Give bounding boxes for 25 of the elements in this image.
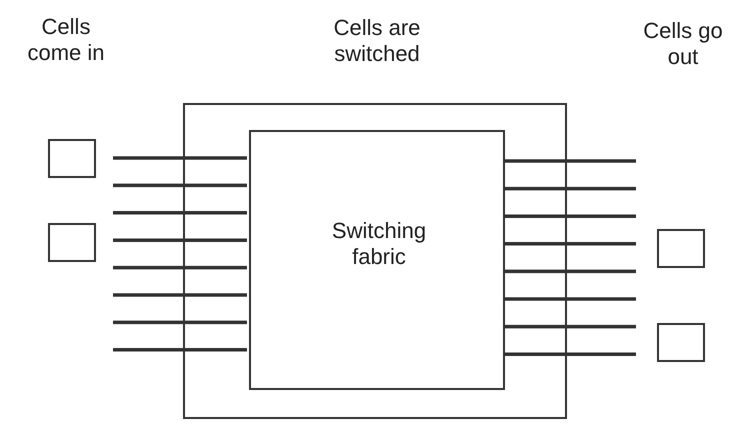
port-line <box>113 293 247 297</box>
cell-box <box>657 229 705 268</box>
port-line <box>113 211 247 215</box>
port-line <box>113 320 247 324</box>
fabric-box <box>249 130 505 390</box>
cell-box <box>48 139 96 178</box>
port-line <box>503 159 636 163</box>
port-line <box>113 348 247 352</box>
port-line <box>503 214 636 218</box>
cell-box <box>48 223 96 262</box>
cell-box <box>657 323 705 362</box>
port-line <box>113 184 247 188</box>
side-label: Cells go out <box>642 18 724 70</box>
port-line <box>503 270 636 274</box>
port-line <box>113 156 247 160</box>
port-line <box>503 297 636 301</box>
heading-label: Cells are switched <box>332 15 422 67</box>
fabric-label: Switching fabric <box>330 218 428 270</box>
port-line <box>113 238 247 242</box>
port-line <box>503 186 636 190</box>
port-line <box>503 242 636 246</box>
side-label: Cells come in <box>26 14 106 66</box>
port-line <box>503 324 636 328</box>
port-line <box>503 352 636 356</box>
port-line <box>113 266 247 270</box>
